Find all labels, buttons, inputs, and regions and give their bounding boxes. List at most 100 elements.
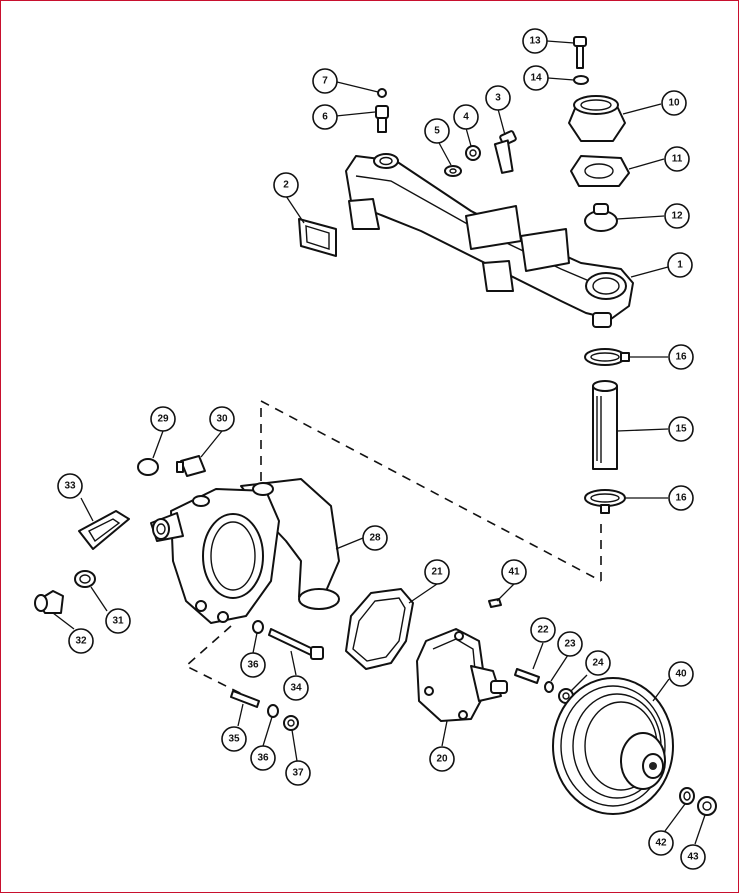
part-23-washer: [544, 681, 554, 693]
callout-31: 31: [105, 608, 131, 634]
callout-28-text: 28: [369, 533, 381, 544]
callout-4-text: 4: [463, 112, 469, 123]
part-29-plug: [137, 458, 159, 476]
callout-5-text: 5: [434, 126, 440, 137]
callout-3: 3: [485, 85, 511, 111]
callout-43-text: 43: [687, 852, 699, 863]
callout-3-text: 3: [495, 93, 501, 104]
callout-23-text: 23: [564, 639, 576, 650]
assembly-line-upper: [260, 399, 602, 582]
callout-1-text: 1: [677, 260, 683, 271]
callout-7: 7: [312, 68, 338, 94]
part-33-gasket: [78, 510, 130, 550]
part-35-stud: [230, 690, 260, 708]
callout-37-text: 37: [292, 768, 304, 779]
part-36-washer-upper: [252, 620, 264, 634]
callout-21-text: 21: [431, 567, 443, 578]
callout-16-lower-text: 16: [675, 493, 687, 504]
callout-11: 11: [664, 146, 690, 172]
part-36-washer-lower: [267, 704, 279, 718]
callout-14: 14: [523, 65, 549, 91]
callout-37: 37: [285, 760, 311, 786]
part-34-bolt: [268, 628, 324, 660]
callout-16-upper: 16: [668, 344, 694, 370]
assembly-line-lower: [184, 625, 257, 702]
part-4-lockwasher: [465, 145, 481, 161]
callout-16-upper-text: 16: [675, 352, 687, 363]
callout-34-text: 34: [290, 683, 302, 694]
part-16-clamp-lower: [584, 489, 626, 514]
callout-42: 42: [648, 830, 674, 856]
callout-28: 28: [362, 525, 388, 551]
part-43-nut: [697, 796, 717, 816]
callout-23: 23: [557, 631, 583, 657]
callout-1: 1: [667, 252, 693, 278]
part-5-washer: [444, 165, 462, 177]
part-10-thermostat-housing: [568, 95, 626, 142]
part-12-thermostat: [584, 203, 618, 232]
part-41-key: [488, 598, 502, 608]
callout-32-text: 32: [75, 636, 87, 647]
callout-30: 30: [209, 406, 235, 432]
callout-12-text: 12: [671, 211, 683, 222]
callout-33: 33: [57, 473, 83, 499]
callout-43: 43: [680, 844, 706, 870]
callout-22-text: 22: [537, 625, 549, 636]
part-14-lockwasher: [573, 75, 589, 85]
callout-5: 5: [424, 118, 450, 144]
callout-29: 29: [150, 406, 176, 432]
part-37-nut: [283, 715, 299, 731]
callout-6: 6: [312, 104, 338, 130]
callout-36-upper: 36: [240, 652, 266, 678]
part-7-nut: [377, 88, 387, 98]
part-16-clamp-upper: [584, 348, 630, 366]
callout-15-text: 15: [675, 424, 687, 435]
callout-41: 41: [501, 559, 527, 585]
callout-4: 4: [453, 104, 479, 130]
callout-10-text: 10: [668, 98, 680, 109]
callout-36-lower-text: 36: [257, 753, 269, 764]
part-32-elbow: [34, 590, 64, 614]
callout-2: 2: [273, 172, 299, 198]
leader-lines: [52, 40, 706, 845]
callout-13: 13: [522, 28, 548, 54]
callout-6-text: 6: [322, 112, 328, 123]
callout-22: 22: [530, 617, 556, 643]
callout-34: 34: [283, 675, 309, 701]
callout-7-text: 7: [322, 76, 328, 87]
callout-29-text: 29: [157, 414, 169, 425]
callout-35-text: 35: [228, 734, 240, 745]
part-40-pulley: [552, 677, 674, 815]
part-1-manifold: [345, 153, 634, 328]
callout-13-text: 13: [529, 36, 541, 47]
callout-16-lower: 16: [668, 485, 694, 511]
callout-12: 12: [664, 203, 690, 229]
callout-11-text: 11: [672, 154, 683, 165]
callout-24-text: 24: [592, 658, 604, 669]
callout-42-text: 42: [655, 838, 667, 849]
callout-40: 40: [668, 661, 694, 687]
callout-33-text: 33: [64, 481, 76, 492]
callout-30-text: 30: [216, 414, 228, 425]
callout-36-lower: 36: [250, 745, 276, 771]
part-21-gasket: [345, 588, 414, 670]
callout-35: 35: [221, 726, 247, 752]
callout-20: 20: [429, 746, 455, 772]
part-15-hose: [592, 380, 618, 470]
callout-40-text: 40: [675, 669, 687, 680]
part-3-bolt: [493, 130, 517, 174]
callout-32: 32: [68, 628, 94, 654]
callout-41-text: 41: [508, 567, 520, 578]
part-13-bolt: [573, 36, 587, 69]
part-22-stud: [514, 668, 540, 684]
part-11-gasket: [570, 155, 630, 187]
part-31-plug: [74, 570, 96, 588]
part-28-pump-housing: [150, 478, 340, 624]
callout-15: 15: [668, 416, 694, 442]
callout-24: 24: [585, 650, 611, 676]
callout-20-text: 20: [436, 754, 448, 765]
callout-2-text: 2: [283, 180, 289, 191]
part-20-water-pump: [416, 628, 508, 722]
